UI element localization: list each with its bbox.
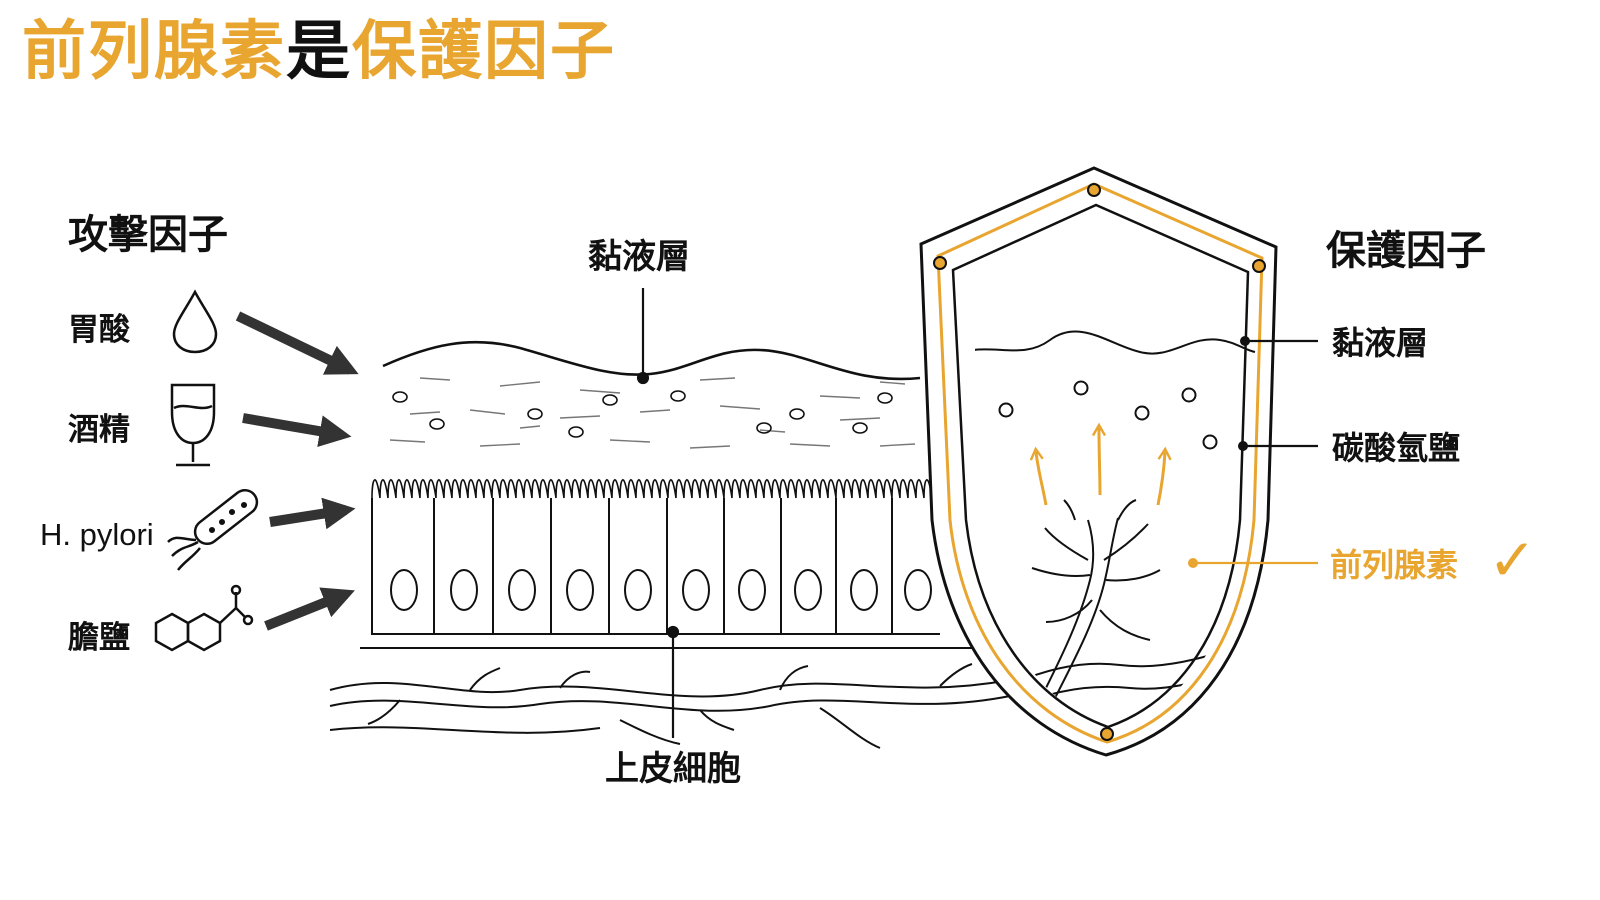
protective-heading: 保護因子 [1326,228,1486,274]
shield-rivet-bottom [1100,727,1114,741]
check-mark-icon: ✓ [1488,526,1537,594]
title-protective-factor: 保護因子 [352,15,616,89]
shield-rivet-right [1252,259,1266,273]
shield-gold-ring [936,182,1264,744]
bile-salt-attack-arrow [264,587,355,631]
bacterium-icon [167,488,259,571]
bicarbonate-arrows [1029,422,1172,506]
shield-inner [951,203,1250,729]
protective-item-mucus: 黏液層 [1332,324,1428,362]
epithelial-cells [371,498,940,635]
protective-item-bicarbonate: 碳酸氫鹽 [1332,429,1460,467]
bile-salt-molecule-icon [154,584,254,652]
aggressive-item-bile-salt: 膽鹽 [68,620,130,656]
shield-rivet-top [1087,183,1101,197]
wine-glass-icon [170,383,216,467]
cell-nuclei [390,569,932,611]
protective-leaders [1188,336,1318,568]
page-title: 前列腺素是保護因子 [22,14,616,91]
aggressive-item-acid: 胃酸 [68,312,131,348]
acid-attack-arrow [235,311,359,375]
aggressive-item-alcohol: 酒精 [68,412,130,448]
attack-arrows [235,311,359,631]
shield-rivet-left [933,256,947,270]
aggressive-heading: 攻擊因子 [68,212,228,258]
blood-vessels [329,663,1011,749]
protective-item-prostaglandin: 前列腺素 [1330,546,1458,584]
title-is: 是 [286,15,352,89]
shield [919,166,1278,757]
h-pylori-attack-arrow [269,497,356,530]
epithelium-label: 上皮細胞 [605,749,741,789]
mucosa-tissue [329,288,1011,749]
mucus-surface-line [382,340,921,381]
acid-drop-icon [172,289,218,354]
aggressive-item-h-pylori: H. pylori [40,517,154,552]
microvilli [371,479,941,499]
alcohol-attack-arrow [242,413,352,447]
title-prostaglandin: 前列腺素 [22,15,286,89]
mucus-layer-label: 黏液層 [588,237,690,277]
shield-mucus-line [975,330,1256,356]
